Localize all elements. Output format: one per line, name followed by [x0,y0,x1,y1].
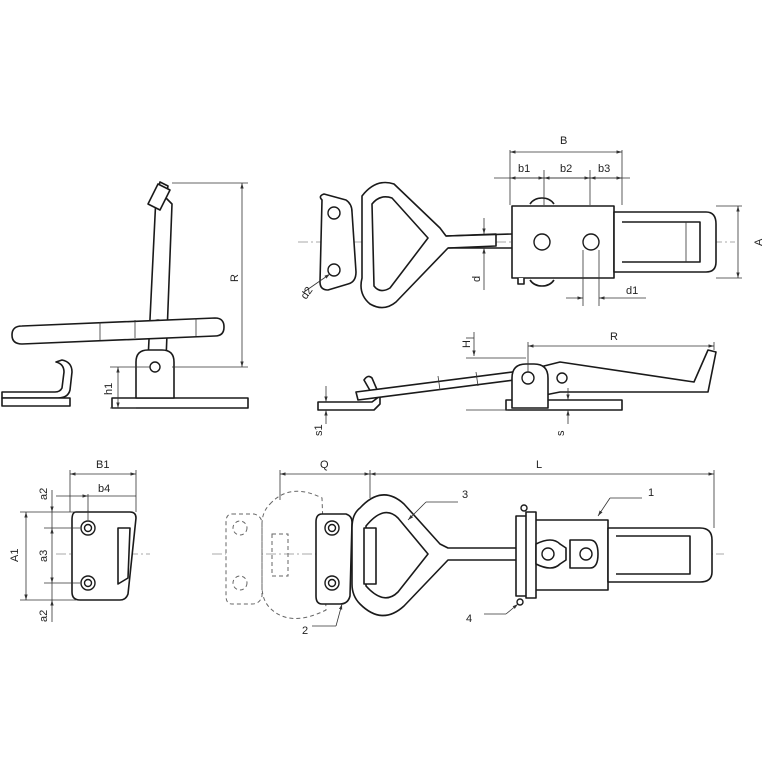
dim-h1: h1 [103,383,115,395]
catch-plate-detail: B1 b4 a2 a3 a2 A1 [9,459,150,622]
dim-L: L [536,459,542,471]
part-1: 1 [648,487,654,499]
dim-a2-bot: a2 [38,610,50,622]
dim-s: s [555,430,567,436]
dim-s1: s1 [313,424,325,436]
dim-R-side: R [229,274,241,282]
top-view: B b1 b2 b3 A d d1 d2 [298,135,765,309]
part-2: 2 [302,625,308,637]
side-view-open: R h1 [1,181,249,409]
dim-H: H [461,340,473,348]
dim-b4: b4 [98,483,110,495]
dim-a2-top: a2 [38,488,50,500]
dim-b2: b2 [560,163,572,175]
assembly-top-view: Q L 3 1 2 4 [212,459,724,637]
dim-d: d [471,276,483,282]
dim-d1: d1 [626,285,638,297]
dim-a3: a3 [38,550,50,562]
dim-A: A [753,238,765,246]
dim-B: B [560,135,567,147]
dim-B1: B1 [96,459,109,471]
dim-Q: Q [320,459,329,471]
part-4: 4 [466,613,472,625]
dim-A1: A1 [9,549,21,562]
dim-d2: d2 [299,285,316,302]
dim-b3: b3 [598,163,610,175]
dim-b1: b1 [518,163,530,175]
side-view-closed: R H s1 s [313,331,717,436]
part-3: 3 [462,489,468,501]
dim-R-top: R [610,331,618,343]
